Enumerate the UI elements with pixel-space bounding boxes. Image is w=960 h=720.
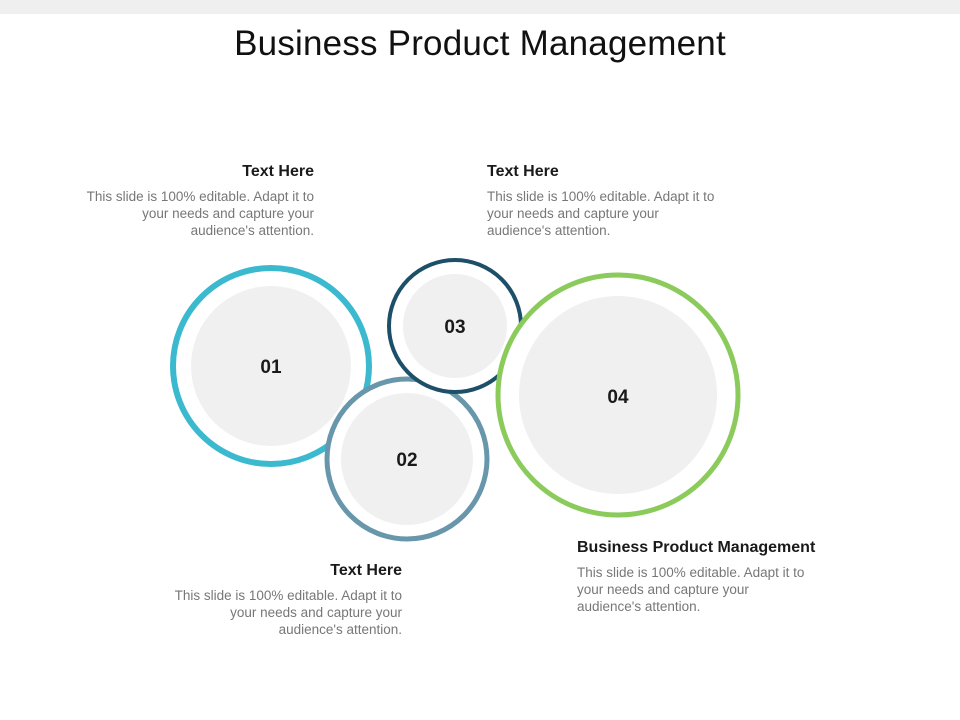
text-block-02: Text Here This slide is 100% editable. A… xyxy=(132,562,402,638)
top-bar xyxy=(0,0,960,14)
text-block-01: Text Here This slide is 100% editable. A… xyxy=(44,163,314,239)
text-block-02-body: This slide is 100% editable. Adapt it to… xyxy=(132,587,402,638)
text-block-04-heading: Business Product Management xyxy=(577,539,816,556)
text-block-03-line: audience's attention. xyxy=(487,223,611,238)
circle-02-number: 02 xyxy=(396,450,417,471)
circle-04-number: 04 xyxy=(607,387,629,408)
circle-02: 02 xyxy=(324,376,490,542)
text-block-01-line: your needs and capture your xyxy=(142,206,314,221)
text-block-02-line: audience's attention. xyxy=(278,622,402,637)
text-block-01-line: This slide is 100% editable. Adapt it to xyxy=(86,189,314,204)
circle-01-inner xyxy=(191,286,351,446)
text-block-03-line: your needs and capture your xyxy=(487,206,659,221)
text-block-02-line: your needs and capture your xyxy=(230,605,402,620)
circle-03-number: 03 xyxy=(444,317,465,338)
text-block-04-line: This slide is 100% editable. Adapt it to xyxy=(577,565,805,580)
circle-02-inner xyxy=(341,393,473,525)
text-block-01-body: This slide is 100% editable. Adapt it to… xyxy=(44,188,314,239)
text-block-04-line: audience's attention. xyxy=(577,599,701,614)
text-block-02-line: This slide is 100% editable. Adapt it to xyxy=(174,588,402,603)
text-block-02-heading: Text Here xyxy=(330,562,402,579)
circle-04-inner xyxy=(519,296,717,494)
text-block-01-heading: Text Here xyxy=(242,163,314,180)
text-block-03-heading: Text Here xyxy=(487,163,559,180)
text-block-04: Business Product Management This slide i… xyxy=(577,539,907,615)
text-block-04-line: your needs and capture your xyxy=(577,582,749,597)
text-block-03: Text Here This slide is 100% editable. A… xyxy=(487,163,777,239)
circle-03-inner xyxy=(403,274,507,378)
circle-04: 04 xyxy=(495,272,741,518)
slide-title: Business Product Management xyxy=(234,24,726,63)
text-block-03-body: This slide is 100% editable. Adapt it to… xyxy=(487,188,777,239)
text-block-04-body: This slide is 100% editable. Adapt it to… xyxy=(577,564,907,615)
circle-01: 01 xyxy=(170,265,372,467)
circle-03: 03 xyxy=(387,258,523,394)
text-block-01-line: audience's attention. xyxy=(190,223,314,238)
circle-01-number: 01 xyxy=(260,357,282,378)
text-block-03-line: This slide is 100% editable. Adapt it to xyxy=(487,189,715,204)
